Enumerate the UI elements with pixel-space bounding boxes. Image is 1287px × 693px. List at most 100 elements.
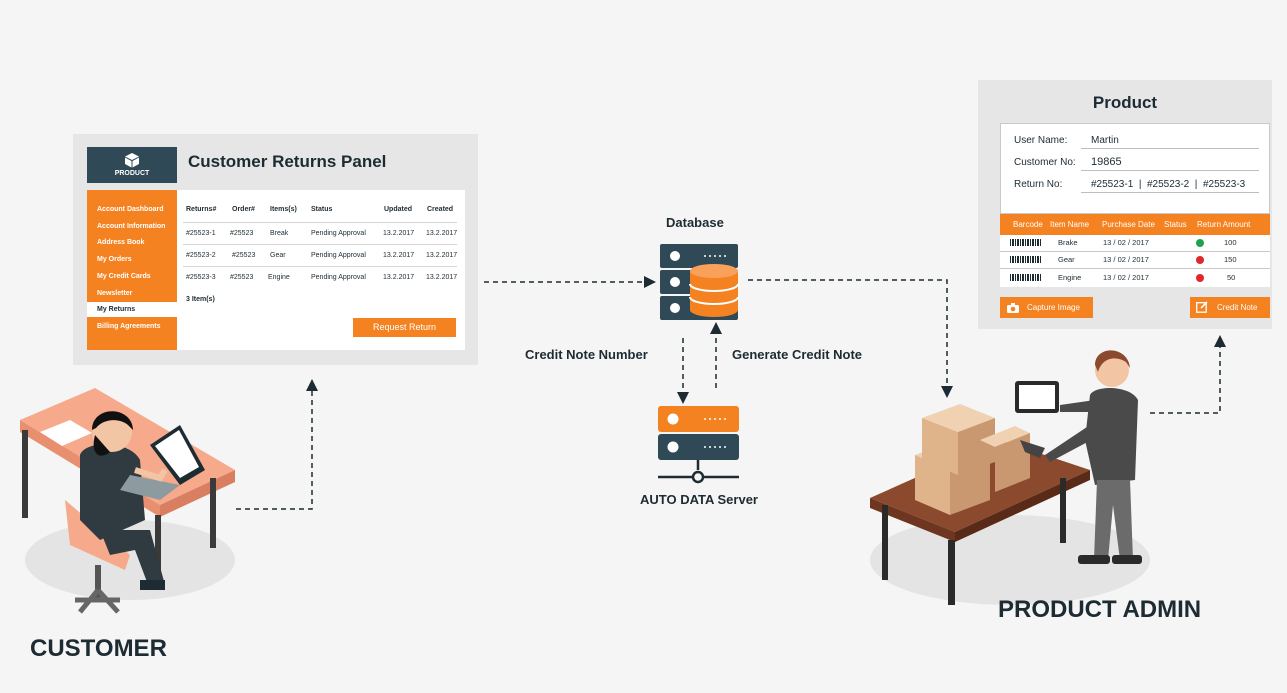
column-header: Status [311, 206, 333, 213]
account-sidebar: Account Dashboard Account Information Ad… [87, 190, 177, 350]
table-cell: Gear [270, 252, 286, 259]
barcode-icon [1010, 274, 1042, 281]
table-cell: Engine [268, 274, 290, 281]
table-cell: 13.2.2017 [426, 230, 458, 237]
box-icon [125, 153, 139, 168]
column-header: Returns# [186, 206, 217, 213]
credit-note-button[interactable]: Credit Note [1190, 297, 1270, 318]
logo-text: PRODUCT [114, 170, 150, 177]
server-label: AUTO DATA Server [640, 492, 758, 507]
database-icon [660, 244, 739, 320]
user-name-field[interactable]: Martin [1091, 135, 1119, 146]
table-cell[interactable]: #25523-2 [186, 252, 216, 259]
sidebar-item-newsletter[interactable]: Newsletter [97, 290, 133, 297]
admin-to-product-panel-arrow [1150, 335, 1226, 414]
boxes [915, 404, 1030, 515]
request-return-button[interactable]: Request Return [353, 318, 456, 337]
sidebar-item-my-returns[interactable]: My Returns [87, 302, 177, 317]
credit-note-label: Credit Note [1217, 303, 1258, 312]
return-amount: 50 [1227, 273, 1236, 282]
divider [1000, 251, 1270, 252]
customer-no-label: Customer No: [1014, 157, 1076, 168]
divider [1000, 268, 1270, 269]
table-cell: 13.2.2017 [383, 230, 415, 237]
returns-table: Returns# Order# Items(s) Status Updated … [177, 190, 465, 350]
column-header: Updated [384, 206, 412, 213]
admin-illustration [870, 350, 1150, 605]
table-cell: Pending Approval [311, 274, 366, 281]
sidebar-item-billing-agreements[interactable]: Billing Agreements [97, 323, 161, 330]
sidebar-item-account-dashboard[interactable]: Account Dashboard [97, 206, 164, 213]
column-header: Barcode [1013, 220, 1043, 229]
status-red-icon [1196, 274, 1204, 282]
barcode-icon [1010, 239, 1042, 246]
customer-no-field[interactable]: 19865 [1091, 156, 1122, 168]
capture-image-label: Capture Image [1027, 303, 1080, 312]
panel-title: Product [1092, 93, 1158, 112]
table-cell: Pending Approval [311, 230, 366, 237]
column-header: Purchase Date [1102, 220, 1155, 229]
status-red-icon [1196, 256, 1204, 264]
table-cell: #25523 [230, 274, 254, 281]
column-header: Return Amount [1197, 220, 1251, 229]
user-name-label: User Name: [1014, 135, 1068, 146]
column-header: Created [427, 206, 454, 213]
table-cell[interactable]: #25523-1 [186, 230, 216, 237]
status-green-icon [1196, 239, 1204, 247]
panel-title: Customer Returns Panel [188, 152, 387, 171]
product-admin-label: PRODUCT ADMIN [998, 596, 1202, 623]
divider [183, 222, 457, 223]
sidebar-item-my-orders[interactable]: My Orders [97, 256, 132, 263]
column-header: Status [1164, 220, 1187, 229]
customer-label: CUSTOMER [30, 635, 167, 662]
customer-returns-panel: PRODUCT Customer Returns Panel Account D… [73, 134, 478, 365]
server-icon [658, 406, 739, 484]
database-label: Database [666, 215, 724, 230]
item-count: 3 Item(s) [186, 296, 215, 303]
return-amount: 100 [1224, 238, 1237, 247]
divider [183, 244, 457, 245]
product-table: Brake 13 / 02 / 2017 100 Gear 13 / 02 / … [1000, 235, 1270, 287]
customer-to-panel-arrow [236, 379, 318, 510]
return-no-field[interactable]: #25523-1 | #25523-2 | #25523-3 [1091, 179, 1246, 190]
edit-icon [1196, 301, 1208, 313]
credit-note-number-label: Credit Note Number [525, 347, 648, 362]
item-name: Engine [1058, 273, 1082, 282]
table-cell: Pending Approval [311, 252, 366, 259]
underline [1081, 170, 1259, 171]
table-cell[interactable]: #25523-3 [186, 274, 216, 281]
underline [1081, 148, 1259, 149]
column-header: Items(s) [270, 206, 297, 213]
column-header: Item Name [1050, 220, 1090, 229]
sidebar-item-account-information[interactable]: Account Information [97, 223, 166, 230]
divider [183, 266, 457, 267]
underline [1081, 192, 1259, 193]
item-name: Brake [1058, 238, 1078, 247]
table-cell: 13.2.2017 [383, 274, 415, 281]
purchase-date: 13 / 02 / 2017 [1103, 273, 1149, 282]
item-name: Gear [1058, 255, 1075, 264]
barcode-icon [1010, 256, 1042, 263]
sidebar-item-address-book[interactable]: Address Book [97, 239, 145, 246]
customer-info-form: User Name: Martin Customer No: 19865 Ret… [1000, 123, 1270, 214]
return-amount: 150 [1224, 255, 1237, 264]
sidebar-item-my-credit-cards[interactable]: My Credit Cards [97, 273, 151, 280]
table-cell: #25523 [232, 252, 256, 259]
camera-icon [1007, 303, 1019, 313]
product-table-header: Barcode Item Name Purchase Date Status R… [1000, 214, 1270, 235]
column-header: Order# [232, 206, 255, 213]
table-cell: 13.2.2017 [426, 252, 458, 259]
purchase-date: 13 / 02 / 2017 [1103, 255, 1149, 264]
table-cell: Break [270, 230, 289, 237]
table-cell: 13.2.2017 [426, 274, 458, 281]
customer-illustration [20, 388, 235, 614]
generate-credit-note-label: Generate Credit Note [732, 347, 863, 362]
table-cell: 13.2.2017 [383, 252, 415, 259]
product-logo: PRODUCT [87, 147, 177, 183]
product-panel: Product User Name: Martin Customer No: 1… [978, 80, 1272, 329]
purchase-date: 13 / 02 / 2017 [1103, 238, 1149, 247]
return-no-label: Return No: [1014, 179, 1063, 190]
capture-image-button[interactable]: Capture Image [1000, 297, 1093, 318]
database-to-admin-arrow [748, 279, 953, 398]
